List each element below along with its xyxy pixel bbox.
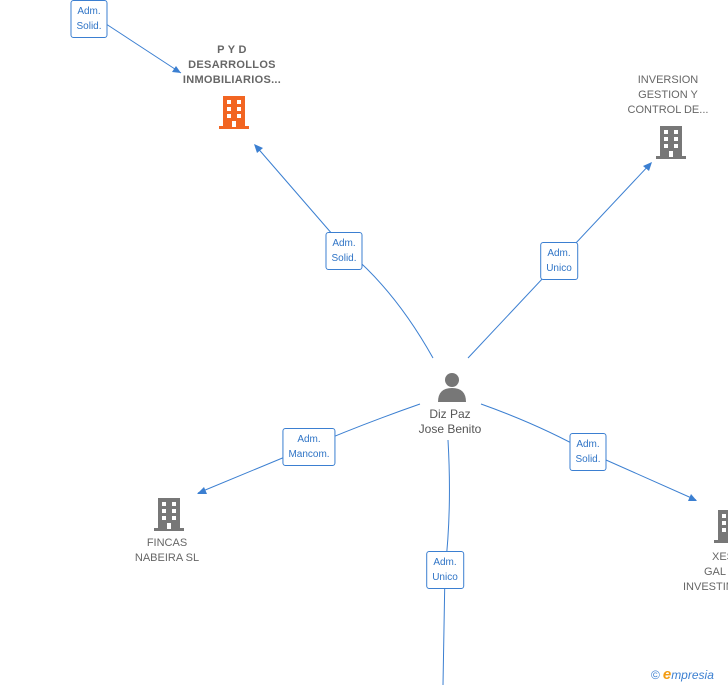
edge-label-top-left[interactable]: Adm. Solid. <box>70 0 108 38</box>
edge-label-line2: Unico <box>546 263 572 274</box>
edge-label-inversion[interactable]: Adm. Unico <box>540 242 578 280</box>
company-name-line1: P Y D <box>217 44 247 56</box>
company-name-line1: FINCAS <box>146 537 188 549</box>
brand-logo-e: e <box>662 666 672 683</box>
company-name-line3: INMOBILIARIOS... <box>182 74 282 86</box>
edge-label-line1: Adm. <box>433 557 457 568</box>
company-name-line2: GESTION Y <box>638 89 698 101</box>
arrow-xes <box>688 494 697 501</box>
edge-label-line2: Solid. <box>76 21 102 32</box>
arrow-inversion <box>643 162 652 171</box>
edge-label-line2: Solid. <box>575 454 601 465</box>
person-name-line1: Diz Paz <box>429 407 471 421</box>
arrow-fincas <box>197 487 207 494</box>
edge-label-line2: Mancom. <box>288 449 330 460</box>
building-icon-fincas[interactable] <box>154 498 184 531</box>
company-label-fincas[interactable]: FINCAS NABEIRA SL <box>135 536 199 566</box>
edge-label-line1: Adm. <box>297 434 321 445</box>
person-label[interactable]: Diz Paz Jose Benito <box>419 407 482 437</box>
building-icon-pyd[interactable] <box>219 96 249 129</box>
edge-label-line1: Adm. <box>547 248 571 259</box>
person-name-line2: Jose Benito <box>418 422 482 436</box>
company-name-line3: INVESTIM <box>683 581 728 593</box>
company-name-line1: INVERSION <box>637 74 699 86</box>
edge-label-line1: Adm. <box>77 6 101 17</box>
company-name-line2: DESARROLLOS <box>188 59 276 71</box>
person-icon[interactable] <box>438 373 466 402</box>
edge-label-bottom[interactable]: Adm. Unico <box>426 551 464 589</box>
company-label-inversion[interactable]: INVERSION GESTION Y CONTROL DE... <box>628 73 709 118</box>
edge-to-top-left <box>99 19 182 74</box>
building-icon-xes[interactable] <box>714 510 728 543</box>
company-name-line2: GAL <box>704 566 727 578</box>
company-name-line2: NABEIRA SL <box>134 552 200 564</box>
edge-label-xes[interactable]: Adm. Solid. <box>569 433 607 471</box>
edge-label-fincas[interactable]: Adm. Mancom. <box>282 428 336 466</box>
edge-label-line1: Adm. <box>576 439 600 450</box>
edge-label-pyd[interactable]: Adm. Solid. <box>325 232 363 270</box>
edge-label-line2: Solid. <box>331 253 357 264</box>
arrow-pyd <box>254 144 263 153</box>
company-name-line1: XES <box>712 551 728 563</box>
company-label-pyd[interactable]: P Y D DESARROLLOS INMOBILIARIOS... <box>183 43 281 88</box>
edge-label-line2: Unico <box>432 572 458 583</box>
brand-logo-text: mpresia <box>671 668 714 682</box>
edge-label-line1: Adm. <box>332 238 356 249</box>
copyright-symbol: © <box>651 668 660 682</box>
company-name-line3: CONTROL DE... <box>627 104 709 116</box>
arrow-top-left <box>172 66 181 73</box>
building-icon-inversion[interactable] <box>656 126 686 159</box>
company-label-xes[interactable]: XES GAL INVESTIM <box>683 550 728 595</box>
watermark: ©empresia <box>651 666 714 683</box>
